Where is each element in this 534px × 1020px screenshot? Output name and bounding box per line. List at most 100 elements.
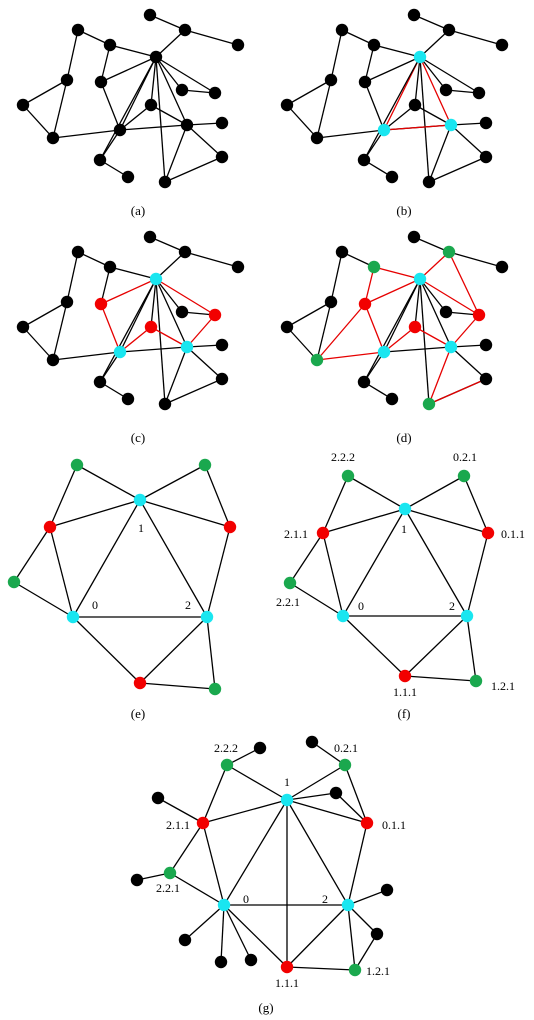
node-g-r1: [196, 816, 210, 830]
edge-a-n13-n19: [164, 124, 188, 183]
edge-c-n2-n6: [155, 251, 186, 280]
node-b-n15: [377, 123, 391, 137]
edge-a-n5-n9: [100, 44, 111, 83]
node-c-n1: [143, 230, 157, 244]
edge-e-g3-c0: [13, 581, 74, 618]
edge-f-g1-c1: [347, 475, 406, 510]
node-c-n7: [16, 320, 30, 334]
edge-d-n16-n9: [316, 303, 366, 361]
edge-f-g2-r2: [463, 475, 489, 534]
node-a-n9: [94, 75, 108, 89]
node-g-k3: [329, 786, 343, 800]
label-g-211: 2.1.1: [166, 818, 190, 832]
edge-f-r3-g4: [404, 675, 477, 682]
node-g-r2: [360, 816, 374, 830]
edge-d-n6-n9: [364, 278, 421, 305]
node-g-g2: [338, 758, 352, 772]
edge-a-n8-n16: [52, 79, 68, 139]
edge-c-n19-n20: [164, 378, 223, 405]
edge-b-n10-n13: [414, 104, 452, 126]
label-e-0: 0: [92, 598, 98, 612]
edge-g-g3-r1: [169, 822, 204, 874]
edge-f-c1-r1: [322, 508, 406, 534]
edge-c-n1-n2: [149, 236, 186, 253]
edge-c-n8-n16: [52, 301, 68, 361]
edge-d-n5-n9: [364, 266, 375, 305]
node-b-n7: [280, 98, 294, 112]
node-a-n19: [158, 175, 172, 189]
edge-e-c1-c0: [72, 499, 141, 618]
caption-c: (c): [131, 430, 145, 445]
edge-g-c0-k7: [220, 904, 225, 963]
node-e-g1: [70, 458, 84, 472]
node-b-n8: [324, 73, 338, 87]
edge-d-n13-n19: [428, 346, 452, 405]
node-d-n15: [377, 345, 391, 359]
caption-b: (b): [396, 203, 411, 218]
node-d-n4: [335, 245, 349, 259]
edge-f-c2-g4: [466, 615, 477, 682]
edge-d-n4-n8: [330, 251, 343, 303]
node-a-n10: [144, 98, 158, 112]
node-e-c1: [133, 493, 147, 507]
edge-a-n2-n6: [155, 29, 186, 58]
edge-b-n6-n11: [419, 56, 447, 91]
node-a-n5: [103, 38, 117, 52]
node-a-n20: [215, 150, 229, 164]
edge-d-n15-n13: [383, 346, 452, 353]
edge-g-c1-k3: [286, 792, 337, 801]
edge-g-c1-c2: [286, 799, 349, 906]
node-f-r3: [398, 669, 412, 683]
edge-c-n2-n3: [184, 251, 239, 268]
node-c-n12: [208, 308, 222, 322]
edge-a-n6-n11: [155, 56, 183, 91]
edge-d-n8-n16: [316, 301, 332, 361]
edge-e-g1-c1: [76, 464, 141, 501]
node-d-n19: [422, 397, 436, 411]
edge-c-n5-n9: [100, 266, 111, 305]
node-d-n1: [407, 230, 421, 244]
label-e-2: 2: [185, 598, 191, 612]
edge-g-g2-r2: [344, 764, 368, 824]
edge-f-c2-r3: [404, 615, 468, 677]
label-f-222: 2.2.2: [331, 450, 355, 464]
label-g-021: 0.2.1: [334, 741, 358, 755]
node-c-n8: [60, 295, 74, 309]
edge-a-n15-n13: [119, 124, 188, 131]
edge-d-n12-n13: [450, 314, 480, 348]
edge-b-n6-n17: [363, 56, 421, 161]
node-g-r3: [280, 960, 294, 974]
edge-a-n4-n8: [66, 29, 79, 81]
edge-b-n5-n9: [364, 44, 375, 83]
edge-e-c1-r2: [139, 499, 231, 528]
edge-g-c0-k6: [184, 904, 225, 941]
node-a-n14: [215, 116, 229, 130]
node-a-n18: [121, 170, 135, 184]
node-b-n1: [407, 8, 421, 22]
node-e-r3: [133, 676, 147, 690]
node-d-n18: [385, 392, 399, 406]
edge-f-g3-c0: [289, 582, 344, 617]
edge-d-n6-n17: [363, 278, 421, 383]
edge-e-c1-c2: [139, 499, 208, 618]
edge-c-n10-n15: [119, 326, 152, 353]
edge-g-k10-g4: [354, 933, 378, 971]
node-a-n4: [71, 23, 85, 37]
node-c-n9: [94, 297, 108, 311]
node-d-n20: [479, 372, 493, 386]
label-f-1: 1: [401, 522, 407, 536]
node-c-n6: [149, 272, 163, 286]
node-c-n13: [180, 340, 194, 354]
edge-d-n6-n10: [414, 278, 421, 328]
node-f-r1: [316, 526, 330, 540]
node-f-c2: [460, 609, 474, 623]
edge-g-c2-k10: [347, 904, 378, 935]
edge-d-n6-n12: [419, 278, 480, 316]
node-a-n8: [60, 73, 74, 87]
node-g-c2: [341, 898, 355, 912]
edge-b-n5-n6: [373, 44, 421, 58]
edge-a-n16-n15: [52, 129, 121, 139]
edge-a-n5-n6: [109, 44, 157, 58]
edge-g-c2-k9: [347, 889, 388, 906]
